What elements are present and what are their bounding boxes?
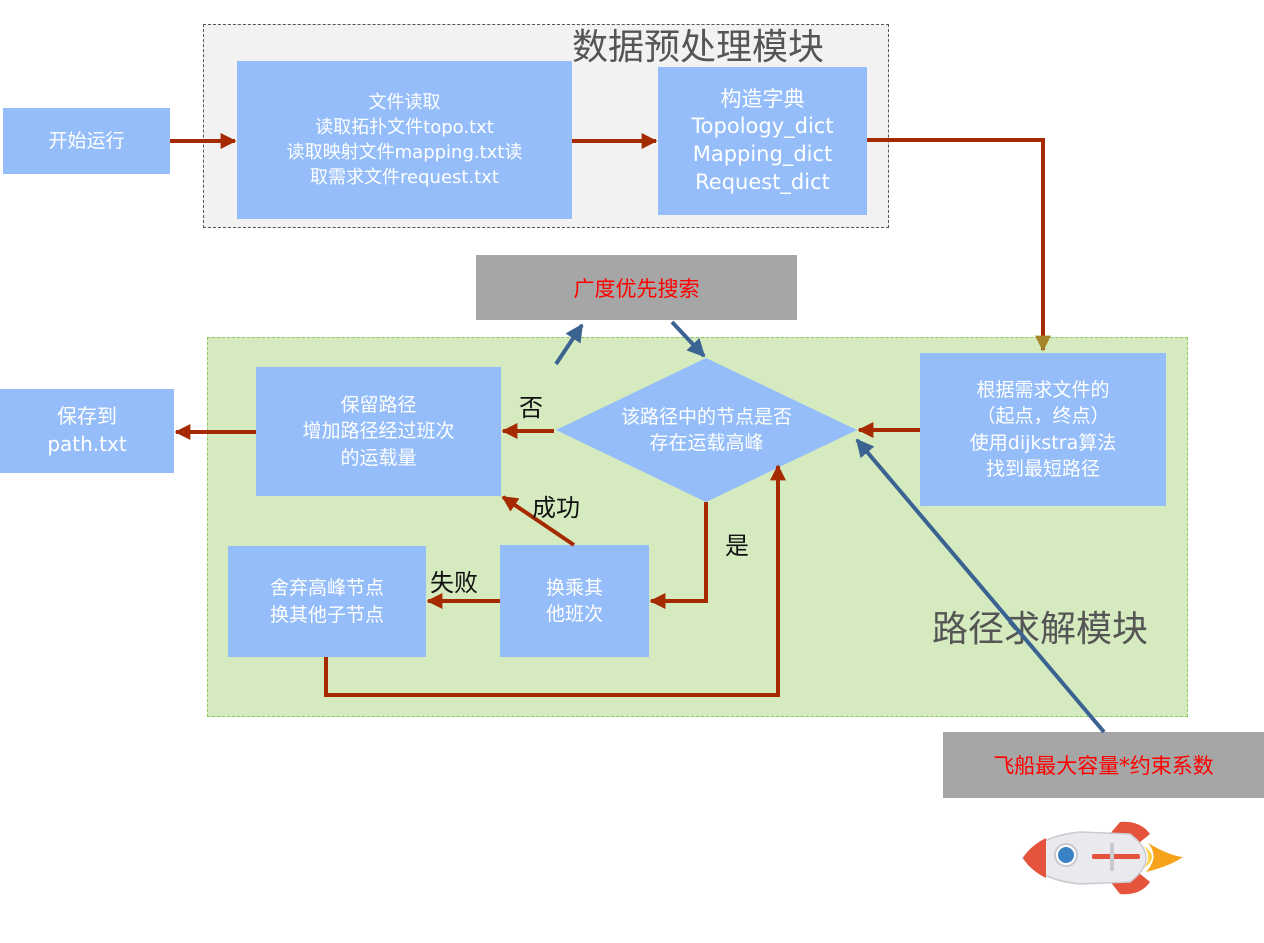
preprocess-module-title: 数据预处理模块 (572, 27, 825, 68)
text-line: 根据需求文件的 (976, 379, 1110, 402)
text-line: path.txt (47, 432, 127, 456)
arrow-to-bfs (554, 323, 584, 366)
arrow-transfer-success-to-keep (501, 495, 576, 547)
decision-node: 该路径中的节点是否存在运载高峰 (556, 358, 857, 502)
arrow-dict-to-dijkstra (867, 138, 1051, 352)
text-line: 保存到 (57, 404, 117, 429)
text-line: 使用dijkstra算法 (969, 431, 1117, 454)
rocket-icon (1022, 821, 1183, 895)
arrow-capacity-to-decision (855, 438, 1106, 734)
text-line: 读取拓扑文件topo.txt (315, 116, 494, 138)
text-line: 换乘其 (545, 576, 603, 599)
edge-label-fail: 失败 (430, 569, 478, 597)
transfer-node: 换乘其他班次 (500, 545, 649, 657)
text-line: 取需求文件request.txt (310, 167, 499, 189)
edge-label-yes: 是 (725, 532, 749, 560)
text-line: 他班次 (545, 603, 603, 625)
edge-label-no: 否 (519, 394, 543, 422)
text-line: （起点，终点） (976, 405, 1110, 428)
bfs-note: 广度优先搜索 (476, 255, 797, 320)
path-module-title: 路径求解模块 (932, 609, 1149, 650)
text-line: 文件读取 (368, 91, 441, 113)
text-line: 开始运行 (48, 129, 125, 152)
decision-diamond (556, 358, 857, 502)
text-line: 增加路径经过班次 (302, 420, 455, 443)
text-line: Mapping_dict (692, 142, 833, 166)
dijkstra-node: 根据需求文件的 （起点，终点） 使用dijkstra算法找到最短路径 (920, 353, 1166, 506)
text-line: 构造字典 (720, 86, 805, 111)
text-line: 找到最短路径 (985, 457, 1100, 480)
text-line: 舍弃高峰节点 (269, 577, 384, 600)
save-node: 保存到 path.txt (0, 389, 174, 473)
start-node: 开始运行 (3, 108, 170, 174)
text-line: 换其他子节点 (269, 603, 384, 626)
text-line: 保留路径 (340, 394, 417, 417)
text-line: 读取映射文件mapping.txt读 (286, 142, 523, 163)
arrow-decision-yes-to-transfer (649, 502, 708, 609)
keep-path-node: 保留路径增加路径经过班次的运载量 (256, 367, 501, 496)
text-line: 的运载量 (340, 446, 417, 469)
text-line: 存在运载高峰 (649, 432, 764, 454)
read-files-node: 文件读取读取拓扑文件topo.txt 读取映射文件mapping.txt读取需求文… (237, 61, 572, 219)
discard-node: 舍弃高峰节点换其他子节点 (228, 546, 426, 657)
arrow-discard-to-decision (324, 464, 786, 697)
edge-label-success: 成功 (532, 494, 580, 522)
text-line: 该路径中的节点是否 (620, 405, 792, 428)
text-line: Topology_dict (691, 114, 834, 139)
arrow-from-bfs (670, 320, 706, 358)
capacity-note: 飞船最大容量*约束系数 (943, 732, 1264, 798)
text-line: Request_dict (695, 169, 830, 194)
